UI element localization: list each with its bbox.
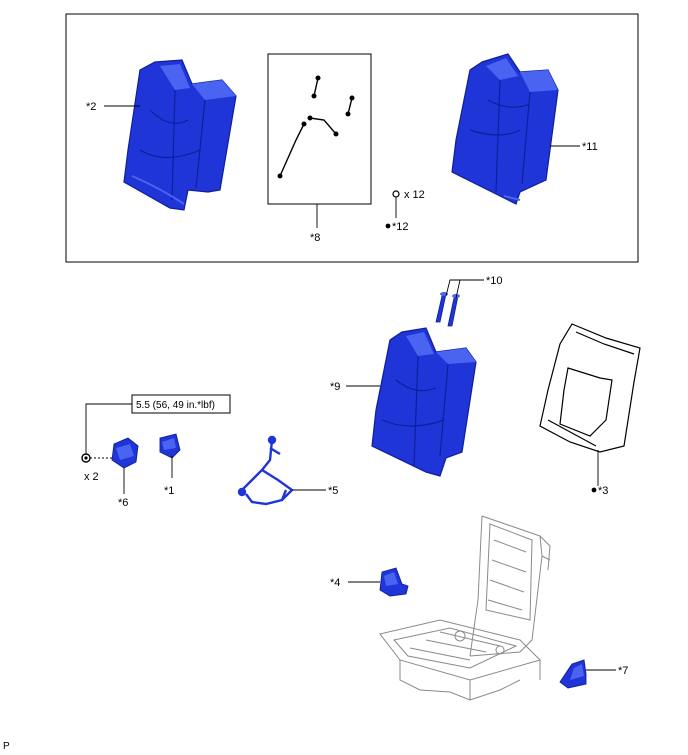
bracket-part-1 <box>159 433 181 459</box>
bracket-part-6 <box>111 437 139 469</box>
hinge-cover-part-4 <box>379 567 409 597</box>
leader-part-10 <box>445 279 484 299</box>
frame-wire-part-5 <box>237 435 294 506</box>
label-part-5: *5 <box>328 485 338 497</box>
label-part-4: *4 <box>330 577 340 589</box>
label-part-1: *1 <box>164 485 174 497</box>
label-part-8: *8 <box>310 232 320 244</box>
kit-border <box>65 13 639 263</box>
clip-icon <box>392 190 400 198</box>
label-part-10: *10 <box>486 275 503 287</box>
wire-kit-box <box>267 53 372 205</box>
seatback-cover-part-3 <box>539 323 641 453</box>
torque-spec: 5.5 (56, 49 in.*lbf) <box>136 400 215 411</box>
label-part-7: *7 <box>618 665 628 677</box>
wire-harness-part-8 <box>277 75 355 179</box>
label-part-6: *6 <box>118 497 128 509</box>
bolt-center <box>84 456 88 460</box>
seatback-pad-part-11 <box>451 53 559 205</box>
hinge-cover-part-7 <box>559 659 587 689</box>
seat-frame <box>379 515 551 701</box>
label-part-2: *2 <box>86 101 96 113</box>
fresh-part-dot-12 <box>385 223 391 229</box>
fresh-part-dot-3 <box>591 487 597 493</box>
label-part-11: *11 <box>582 141 598 153</box>
seatback-pad-part-2 <box>123 59 237 211</box>
label-part-12-qty: x 12 <box>404 189 425 201</box>
seatback-pad-part-9 <box>371 327 477 477</box>
label-part-6-qty: x 2 <box>84 471 99 483</box>
leader-torque <box>85 403 132 454</box>
label-part-12: *12 <box>392 221 409 233</box>
label-part-9: *9 <box>330 381 340 393</box>
footer-code: P <box>3 741 10 752</box>
label-part-3: *3 <box>598 485 608 497</box>
